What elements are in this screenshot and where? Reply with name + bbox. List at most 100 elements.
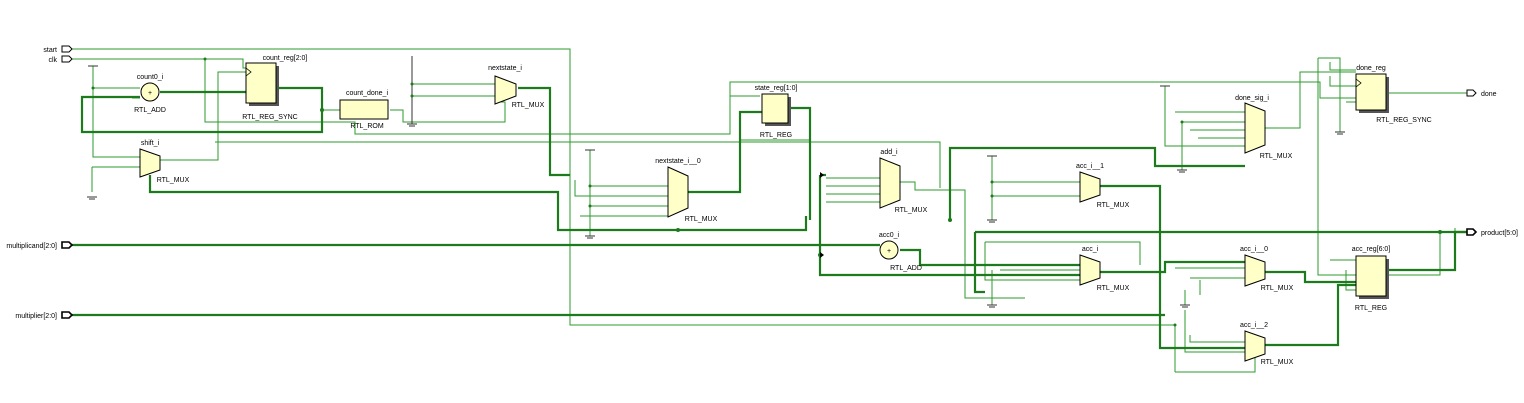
adder-symbol: +	[148, 90, 152, 97]
pin-markers	[820, 172, 824, 258]
output-port-icon	[1466, 89, 1477, 97]
ground-icon	[87, 196, 97, 200]
mux-icon	[1079, 254, 1101, 286]
cell-type: RTL_REG_SYNC	[242, 114, 298, 121]
cell-name: acc_i__1	[1076, 163, 1104, 170]
ground-icon	[585, 235, 595, 239]
cell-done-sig-i[interactable]: done_sig_i RTL_MUX	[1235, 95, 1293, 160]
cell-name: state_reg[1:0]	[755, 85, 798, 92]
cell-type: RTL_MUX	[1261, 359, 1294, 366]
register-icon	[1355, 255, 1387, 297]
cell-type: RTL_MUX	[895, 207, 928, 214]
port-start-label: start	[43, 47, 57, 54]
adder-icon	[879, 240, 899, 260]
cell-type: RTL_ADD	[134, 107, 166, 114]
cell-name: nextstate_i__0	[655, 158, 701, 165]
cell-type: RTL_MUX	[1260, 153, 1293, 160]
cell-type: RTL_REG	[760, 132, 792, 139]
port-multiplier-label: multiplier[2:0]	[15, 313, 57, 320]
input-bus-port-icon	[61, 311, 74, 319]
ground-icon	[1335, 131, 1345, 135]
mux-icon	[494, 75, 517, 105]
port-done-label: done	[1481, 91, 1497, 98]
cell-type: RTL_REG_SYNC	[1376, 117, 1432, 124]
cell-name: acc_i__2	[1240, 322, 1268, 329]
mux-icon	[667, 166, 689, 218]
cell-acc-i-1[interactable]: acc_i__1 RTL_MUX	[1076, 163, 1130, 209]
mux-icon	[1244, 254, 1266, 287]
pin-arrow-icon	[820, 172, 824, 178]
cell-name: count_done_i	[346, 90, 388, 97]
cell-name: acc_i	[1082, 246, 1099, 253]
ground-icon	[1177, 169, 1187, 173]
rom-icon	[339, 99, 389, 120]
cell-acc-reg[interactable]: acc_reg[6:0] RTL_REG	[1352, 246, 1391, 312]
port-multiplier[interactable]: multiplier[2:0]	[15, 311, 74, 320]
bus-wires	[72, 86, 1467, 350]
port-clk[interactable]: clk	[48, 55, 73, 64]
cell-type: RTL_MUX	[1261, 285, 1294, 292]
cell-name: acc0_i	[879, 232, 900, 239]
cell-type: RTL_MUX	[157, 177, 190, 184]
cell-type: RTL_ADD	[890, 265, 922, 272]
output-bus-port-icon	[1466, 228, 1478, 236]
cell-nextstate-i[interactable]: nextstate_i RTL_MUX	[488, 65, 545, 109]
cell-name: shift_i	[141, 140, 160, 147]
cell-count0-i[interactable]: count0_i + RTL_ADD	[134, 74, 166, 114]
ground-icon	[987, 304, 997, 308]
mux-icon	[139, 148, 161, 178]
cell-type: RTL_MUX	[1097, 202, 1130, 209]
cell-shift-i[interactable]: shift_i RTL_MUX	[139, 140, 190, 184]
pin-arrow-icon	[820, 252, 824, 258]
port-multiplicand[interactable]: multiplicand[2:0]	[6, 241, 74, 250]
cell-type: RTL_MUX	[1097, 285, 1130, 292]
cell-acc-i-2[interactable]: acc_i__2 RTL_MUX	[1240, 322, 1294, 366]
mux-icon	[879, 157, 901, 209]
register-icon	[761, 93, 789, 124]
cell-name: nextstate_i	[488, 65, 522, 72]
cell-type: RTL_REG	[1355, 305, 1387, 312]
cell-name: add_i	[880, 149, 898, 156]
port-product-label: product[5:0]	[1481, 230, 1518, 237]
input-port-icon	[61, 55, 73, 63]
mux-icon	[1079, 171, 1101, 203]
cell-count-reg[interactable]: count_reg[2:0] RTL_REG_SYNC	[242, 55, 307, 121]
cell-type: RTL_ROM	[350, 123, 383, 130]
ground-icon	[407, 56, 417, 127]
port-clk-label: clk	[48, 57, 57, 64]
cell-acc0-i[interactable]: acc0_i + RTL_ADD	[879, 232, 922, 272]
port-product[interactable]: product[5:0]	[1466, 228, 1518, 237]
cell-count-done-i[interactable]: count_done_i RTL_ROM	[339, 90, 389, 130]
cell-done-reg[interactable]: done_reg RTL_REG_SYNC	[1355, 65, 1432, 124]
input-bus-port-icon	[61, 241, 74, 249]
cell-name: done_reg	[1356, 65, 1386, 72]
ground-symbols	[87, 56, 1345, 308]
ground-icon	[987, 219, 997, 223]
cell-name: acc_i__0	[1240, 246, 1268, 253]
register-icon	[245, 62, 277, 104]
cell-name: done_sig_i	[1235, 95, 1269, 102]
port-start[interactable]: start	[43, 45, 73, 54]
thin-wires	[72, 48, 1467, 373]
cell-type: RTL_MUX	[512, 102, 545, 109]
clock-pin-icon	[245, 67, 252, 77]
cell-name: acc_reg[6:0]	[1352, 246, 1391, 253]
adder-symbol: +	[887, 248, 891, 255]
cell-acc-i-0[interactable]: acc_i__0 RTL_MUX	[1240, 246, 1294, 292]
cell-type: RTL_MUX	[685, 216, 718, 223]
cell-nextstate-i-0[interactable]: nextstate_i__0 RTL_MUX	[655, 158, 717, 223]
port-done[interactable]: done	[1466, 89, 1497, 98]
cell-name: count0_i	[137, 74, 164, 81]
clock-pin-icon	[1355, 78, 1362, 88]
cell-state-reg[interactable]: state_reg[1:0] RTL_REG	[755, 85, 798, 139]
mux-icon	[1244, 330, 1266, 362]
port-multiplicand-label: multiplicand[2:0]	[6, 243, 57, 250]
ground-icon	[1180, 304, 1190, 308]
register-icon	[1355, 73, 1387, 111]
input-port-icon	[61, 45, 73, 53]
mux-icon	[1244, 102, 1266, 154]
adder-icon	[140, 82, 160, 102]
cell-acc-i[interactable]: acc_i RTL_MUX	[1079, 246, 1130, 292]
cell-add-i[interactable]: add_i RTL_MUX	[879, 149, 928, 214]
